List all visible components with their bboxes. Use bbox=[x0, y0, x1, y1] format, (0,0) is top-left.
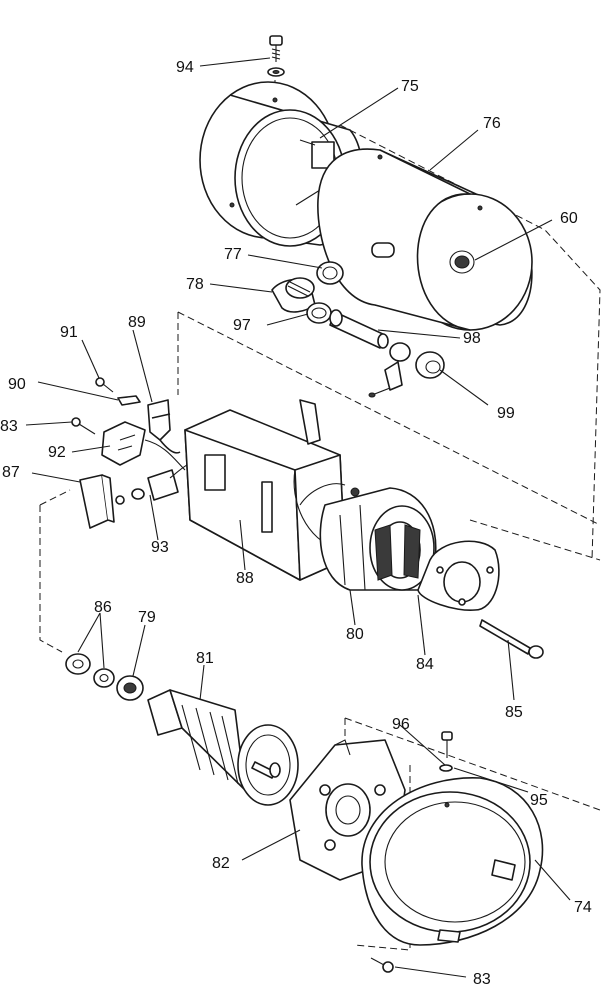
part-76-housing bbox=[317, 148, 533, 331]
callout-86: 86 bbox=[94, 599, 112, 616]
callout-83-bottom: 83 bbox=[473, 971, 491, 988]
part-77-washer bbox=[316, 261, 344, 285]
callout-94: 94 bbox=[176, 59, 194, 76]
callout-81: 81 bbox=[196, 650, 214, 667]
callout-96: 96 bbox=[392, 716, 410, 733]
callout-labels: 94 75 76 60 77 78 97 98 99 91 89 90 83 9… bbox=[0, 59, 592, 988]
part-88-field-housing bbox=[184, 399, 346, 581]
part-89-brush-holder bbox=[147, 399, 181, 454]
callout-85: 85 bbox=[505, 704, 523, 721]
part-94-screw bbox=[267, 35, 285, 77]
part-78-elbow-fitting bbox=[271, 277, 316, 313]
part-74-end-cap bbox=[361, 777, 544, 946]
callout-78: 78 bbox=[186, 276, 204, 293]
part-91-screw bbox=[95, 377, 114, 393]
callout-60: 60 bbox=[560, 210, 578, 227]
callout-91: 91 bbox=[60, 324, 78, 341]
callout-87: 87 bbox=[2, 464, 20, 481]
part-83-screw-top bbox=[71, 417, 96, 435]
part-95-washer bbox=[439, 764, 453, 772]
part-97-washer bbox=[306, 302, 332, 324]
callout-95: 95 bbox=[530, 792, 548, 809]
callout-79: 79 bbox=[138, 609, 156, 626]
leader-lines bbox=[25, 57, 571, 978]
part-96-screw bbox=[441, 731, 453, 758]
part-92-brush-lead bbox=[101, 421, 186, 471]
part-83-screw-bottom bbox=[370, 957, 394, 973]
callout-75: 75 bbox=[401, 78, 419, 95]
callout-80: 80 bbox=[346, 626, 364, 643]
part-79-bearing bbox=[116, 675, 144, 701]
callout-76: 76 bbox=[483, 115, 501, 132]
callout-99: 99 bbox=[497, 405, 515, 422]
callout-98: 98 bbox=[463, 330, 481, 347]
callout-97: 97 bbox=[233, 317, 251, 334]
callout-89: 89 bbox=[128, 314, 146, 331]
callout-93: 93 bbox=[151, 539, 169, 556]
part-87-cover-plate bbox=[79, 474, 115, 529]
part-99-strain-relief bbox=[368, 342, 445, 398]
callout-90: 90 bbox=[8, 376, 26, 393]
part-84-baffle-plate bbox=[417, 540, 500, 611]
callout-77: 77 bbox=[224, 246, 242, 263]
callout-84: 84 bbox=[416, 656, 434, 673]
part-86-washers bbox=[65, 653, 115, 688]
callout-88: 88 bbox=[236, 570, 254, 587]
part-85-bolt bbox=[479, 619, 544, 659]
callout-82: 82 bbox=[212, 855, 230, 872]
part-81-armature bbox=[147, 689, 299, 806]
part-98-tube bbox=[329, 309, 389, 349]
part-80-stator bbox=[319, 487, 437, 591]
callout-74: 74 bbox=[574, 899, 592, 916]
callout-83-top: 83 bbox=[0, 418, 18, 435]
callout-92: 92 bbox=[48, 444, 66, 461]
part-90-spring bbox=[117, 395, 141, 406]
